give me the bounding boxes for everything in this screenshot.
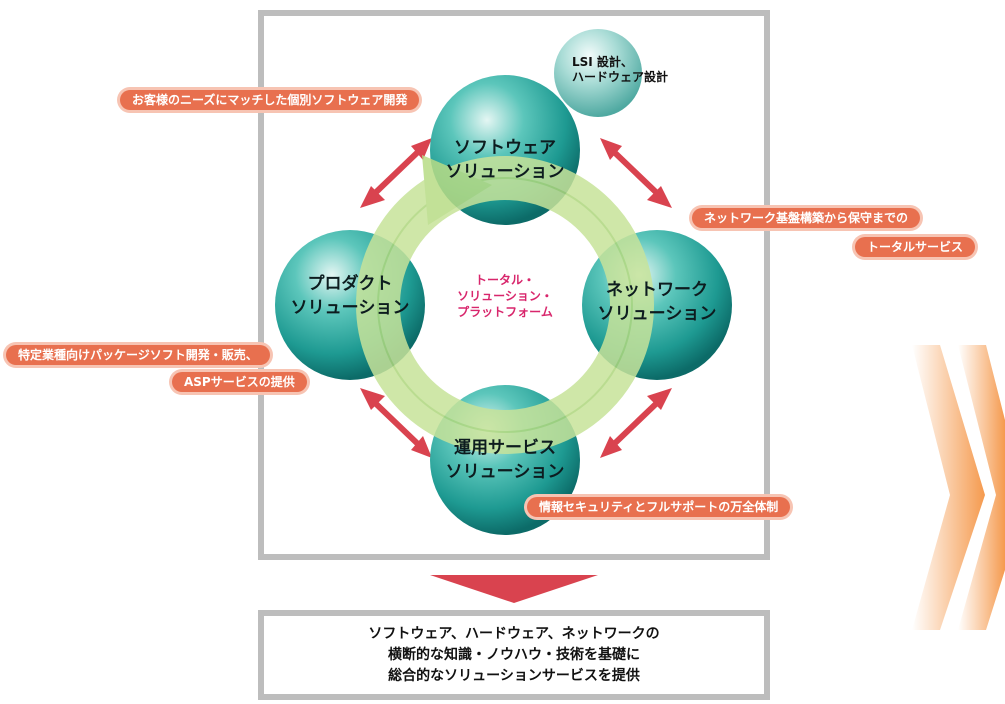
callout-top-left: お客様のニーズにマッチした個別ソフトウェア開発 (120, 90, 420, 110)
summary-box: ソフトウェア、ハードウェア、ネットワークの 横断的な知識・ノウハウ・技術を基礎に… (258, 610, 770, 700)
sphere-label-bottom: 運用サービス ソリューション (425, 436, 585, 484)
sphere-left-line2: ソリューション (290, 298, 410, 318)
callout-right-1: ネットワーク基盤構築から保守までの (692, 208, 921, 228)
summary-line3: 総合的なソリューションサービスを提供 (388, 667, 640, 684)
callout-left-1: 特定業種向けパッケージソフト開発・販売、 (6, 345, 270, 365)
sphere-bottom-line1: 運用サービス (454, 438, 556, 458)
sphere-right-line2: ソリューション (597, 304, 717, 324)
sphere-bottom-line2: ソリューション (445, 462, 565, 482)
summary-line2: 横断的な知識・ノウハウ・技術を基礎に (388, 646, 640, 663)
chevron-arrows (912, 345, 1005, 630)
sphere-right-line1: ネットワーク (606, 280, 708, 300)
lsi-line2: ハードウェア設計 (572, 70, 669, 84)
sphere-top-line1: ソフトウェア (454, 138, 556, 158)
center-line3: プラットフォーム (457, 305, 553, 319)
center-line2: ソリューション・ (457, 289, 553, 303)
center-label: トータル・ ソリューション・ プラットフォーム (445, 272, 565, 320)
down-arrow (430, 575, 598, 603)
sphere-left-line1: プロダクト (307, 274, 393, 294)
connector-arrows (360, 138, 672, 458)
lsi-line1: LSI 設計、 (572, 55, 633, 69)
callout-right-2: トータルサービス (855, 237, 976, 257)
sphere-lsi (554, 29, 642, 117)
callout-bottom: 情報セキュリティとフルサポートの万全体制 (527, 497, 791, 517)
sphere-label-right: ネットワーク ソリューション (582, 278, 732, 326)
sphere-top-line2: ソリューション (445, 162, 565, 182)
lsi-label: LSI 設計、 ハードウェア設計 (572, 55, 668, 85)
summary-line1: ソフトウェア、ハードウェア、ネットワークの (368, 625, 660, 642)
sphere-label-top: ソフトウェア ソリューション (425, 136, 585, 184)
cycle-ring (356, 155, 654, 454)
sphere-label-left: プロダクト ソリューション (275, 272, 425, 320)
callout-left-2: ASPサービスの提供 (172, 372, 307, 392)
center-line1: トータル・ (474, 273, 535, 287)
